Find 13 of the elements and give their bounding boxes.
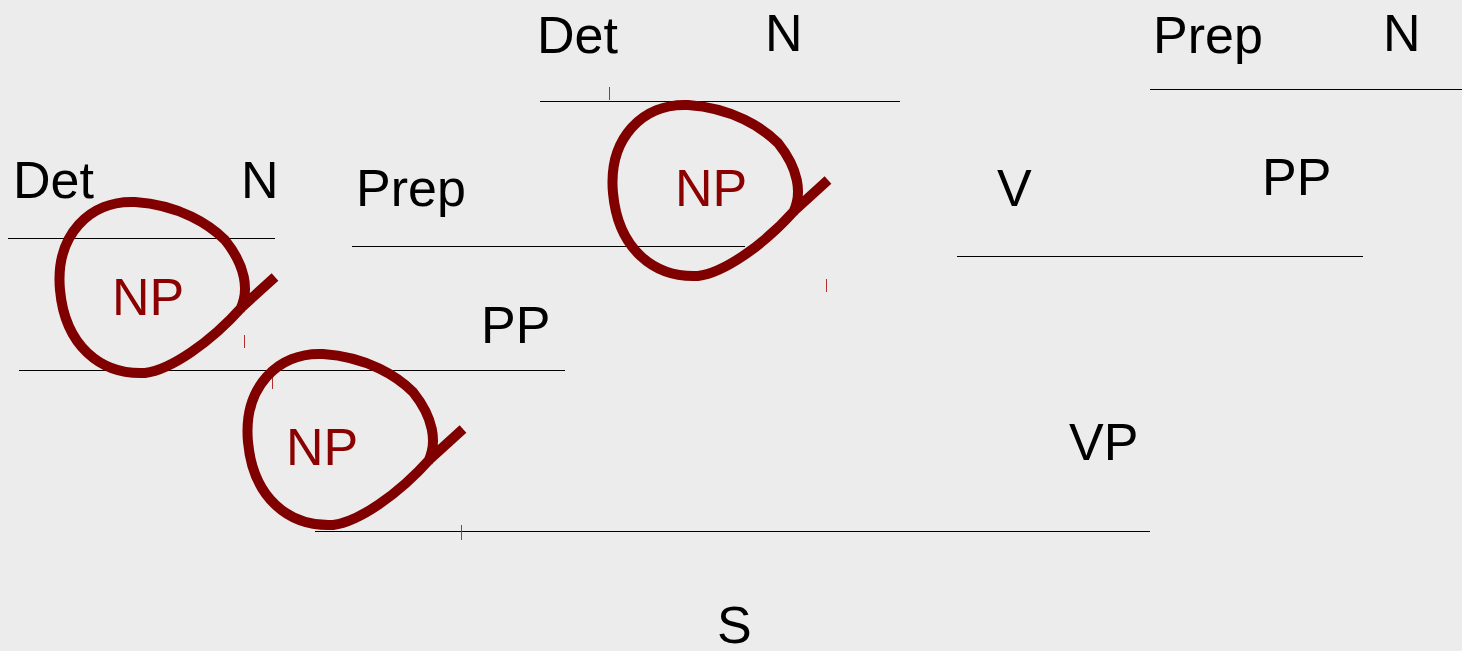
category-label: N	[1383, 7, 1421, 59]
category-label: Det	[537, 9, 618, 61]
category-label: N	[765, 7, 803, 59]
category-label: VP	[1069, 416, 1139, 468]
category-label: S	[717, 599, 752, 651]
category-label: PP	[1262, 151, 1332, 203]
category-label: NP	[286, 421, 359, 473]
category-label: NP	[112, 271, 185, 323]
category-label: V	[997, 162, 1032, 214]
category-label: N	[241, 154, 279, 206]
category-label: Det	[13, 154, 94, 206]
category-label: PP	[481, 299, 551, 351]
category-label: NP	[675, 162, 748, 214]
